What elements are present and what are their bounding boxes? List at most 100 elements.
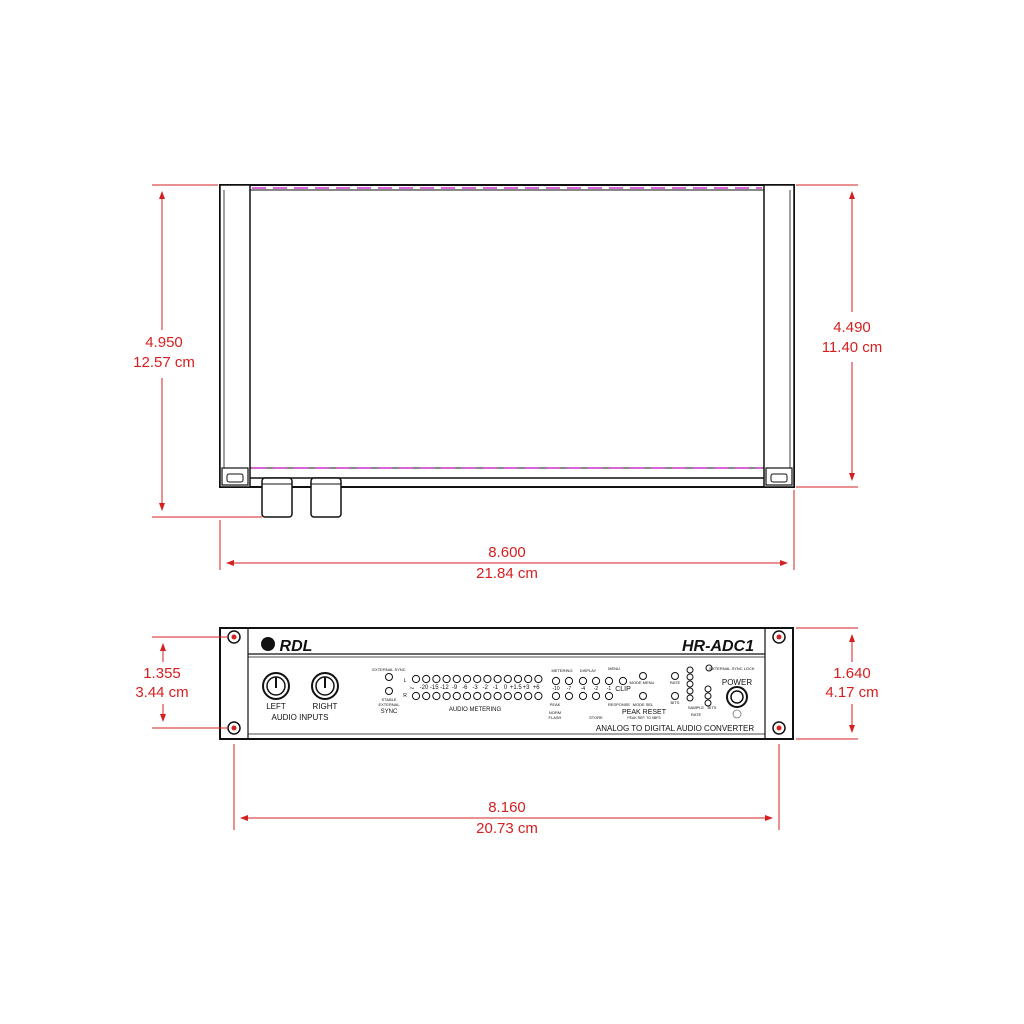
mode-led-array <box>551 676 628 701</box>
mounting-hole-icon <box>227 630 786 735</box>
meter-led-right-icon <box>422 691 431 701</box>
mode-scale: -10-7-4-2-1 <box>552 686 611 692</box>
dim-panel-height-cm: 3.44 cm <box>135 684 188 701</box>
right-input-knob <box>311 672 339 700</box>
product-subtitle: ANALOG TO DIGITAL AUDIO CONVERTER <box>596 724 754 733</box>
power-led-icon <box>732 709 742 719</box>
mode-led-icon <box>578 676 588 686</box>
peak-ref-label: PEAK REF. TO 0BFS <box>627 716 661 720</box>
top-view <box>219 184 795 518</box>
mode-led-icon <box>591 691 601 701</box>
mode-led-icon <box>551 691 561 701</box>
left-input-knob <box>262 672 290 700</box>
meter-scale-label: -9 <box>452 685 458 691</box>
meter-led-left-icon <box>422 674 431 684</box>
meter-led-array <box>411 674 543 701</box>
mode-scale-label: -10 <box>552 686 559 692</box>
sync-label: SYNC <box>381 709 398 715</box>
meter-led-left-icon <box>513 674 523 684</box>
meter-led-right-icon <box>442 691 451 701</box>
mode-led-icon <box>604 691 614 701</box>
meter-left-channel: L <box>404 678 407 684</box>
top-view-dimensions <box>152 184 858 570</box>
stable-label: STABLE <box>381 697 396 702</box>
meter-led-right-icon <box>493 691 502 701</box>
meter-led-right-icon <box>411 691 421 701</box>
meter-led-left-icon <box>493 674 502 684</box>
meter-scale-label: -12 <box>440 685 449 691</box>
dim-mounting-width-in: 8.160 <box>488 799 526 816</box>
meter-led-left-icon <box>473 674 482 684</box>
bits-led-icon <box>704 699 712 707</box>
model-name: HR-ADC1 <box>682 638 754 655</box>
peak-reset-button[interactable] <box>639 692 647 700</box>
dim-panel-height-in: 1.355 <box>143 665 181 682</box>
mode-menu-label: MODE MENU <box>630 680 655 685</box>
sample-rate-led-icon <box>686 673 694 681</box>
meter-led-left-icon <box>462 674 472 684</box>
meter-scale-label: +1.5 <box>510 685 523 691</box>
meter-led-left-icon <box>483 674 492 684</box>
mode-led-icon <box>578 691 588 701</box>
audio-metering-label: AUDIO METERING <box>449 707 502 713</box>
meter-led-right-icon <box>513 691 523 701</box>
store-label: STORE <box>589 715 603 720</box>
peak-reset-label: PEAK RESET <box>622 709 667 716</box>
top-view-body <box>219 184 795 488</box>
mode-led-icon <box>551 676 561 686</box>
meter-led-left-icon <box>432 674 441 684</box>
audio-inputs-label: AUDIO INPUTS <box>272 713 329 722</box>
dim-chassis-height-cm: 11.40 cm <box>822 339 883 356</box>
mode-menu-button[interactable] <box>639 672 647 680</box>
rate-led-icon <box>671 672 679 680</box>
brand-logo-icon <box>261 637 275 651</box>
metering-mode-label: METERING <box>551 668 572 673</box>
right-knob-top <box>310 477 342 518</box>
front-view: RDL HR-ADC1 LEFT RIGHT AUDIO INPUTS EXTE… <box>219 627 794 740</box>
meter-led-right-icon <box>473 691 482 701</box>
meter-led-right-icon <box>452 691 461 701</box>
sample-rate-led-icon <box>686 687 694 695</box>
bits-led-icon <box>704 685 712 693</box>
mode-led-icon <box>591 676 601 686</box>
right-rail <box>763 184 795 488</box>
dim-overall-width-cm: 21.84 cm <box>476 565 538 582</box>
mode-sel-label: MODE SEL <box>633 702 654 707</box>
external-label: EXTERNAL <box>378 702 400 707</box>
mode-led-icon <box>604 676 614 686</box>
bits-sub-label: BITS <box>708 705 717 710</box>
external-sync-lock-led-icon <box>705 664 713 672</box>
meter-led-left-icon <box>442 674 451 684</box>
external-sync-lock-label: EXTERNAL SYNC LOCK <box>709 666 755 671</box>
meter-scale-label: -20 <box>420 685 429 691</box>
meter-led-right-icon <box>524 691 533 701</box>
meter-led-left-icon <box>503 674 512 684</box>
meter-right-channel: R <box>403 693 407 699</box>
mode-led-icon <box>564 691 574 701</box>
front-view-dimensions <box>152 627 858 830</box>
brand-name: RDL <box>280 638 313 655</box>
meter-led-right-icon <box>432 691 441 701</box>
meter-scale-label: -3 <box>472 685 478 691</box>
norm-label: NORM <box>549 710 561 715</box>
rate-led-array <box>686 666 712 707</box>
meter-scale-label: +3 <box>523 685 531 691</box>
meter-led-left-icon <box>452 674 461 684</box>
sample-label: SAMPLE <box>688 705 705 710</box>
meter-led-left-icon <box>524 674 533 684</box>
dim-front-height-in: 1.640 <box>833 665 871 682</box>
meter-scale-label: -15 <box>430 685 439 691</box>
mode-scale-label: -7 <box>567 686 572 692</box>
dim-overall-height-cm: 12.57 cm <box>133 354 195 371</box>
left-rail <box>219 184 251 488</box>
meter-scale-label: -1 <box>493 685 499 691</box>
sample-rate-led-icon <box>686 680 694 688</box>
meter-scale-label: -6 <box>462 685 468 691</box>
clip-label: CLIP <box>615 686 631 693</box>
meter-led-right-icon <box>534 691 543 701</box>
sync-led-icon <box>385 673 393 681</box>
dim-overall-width-in: 8.600 <box>488 544 526 561</box>
mode-scale-label: -2 <box>594 686 599 692</box>
